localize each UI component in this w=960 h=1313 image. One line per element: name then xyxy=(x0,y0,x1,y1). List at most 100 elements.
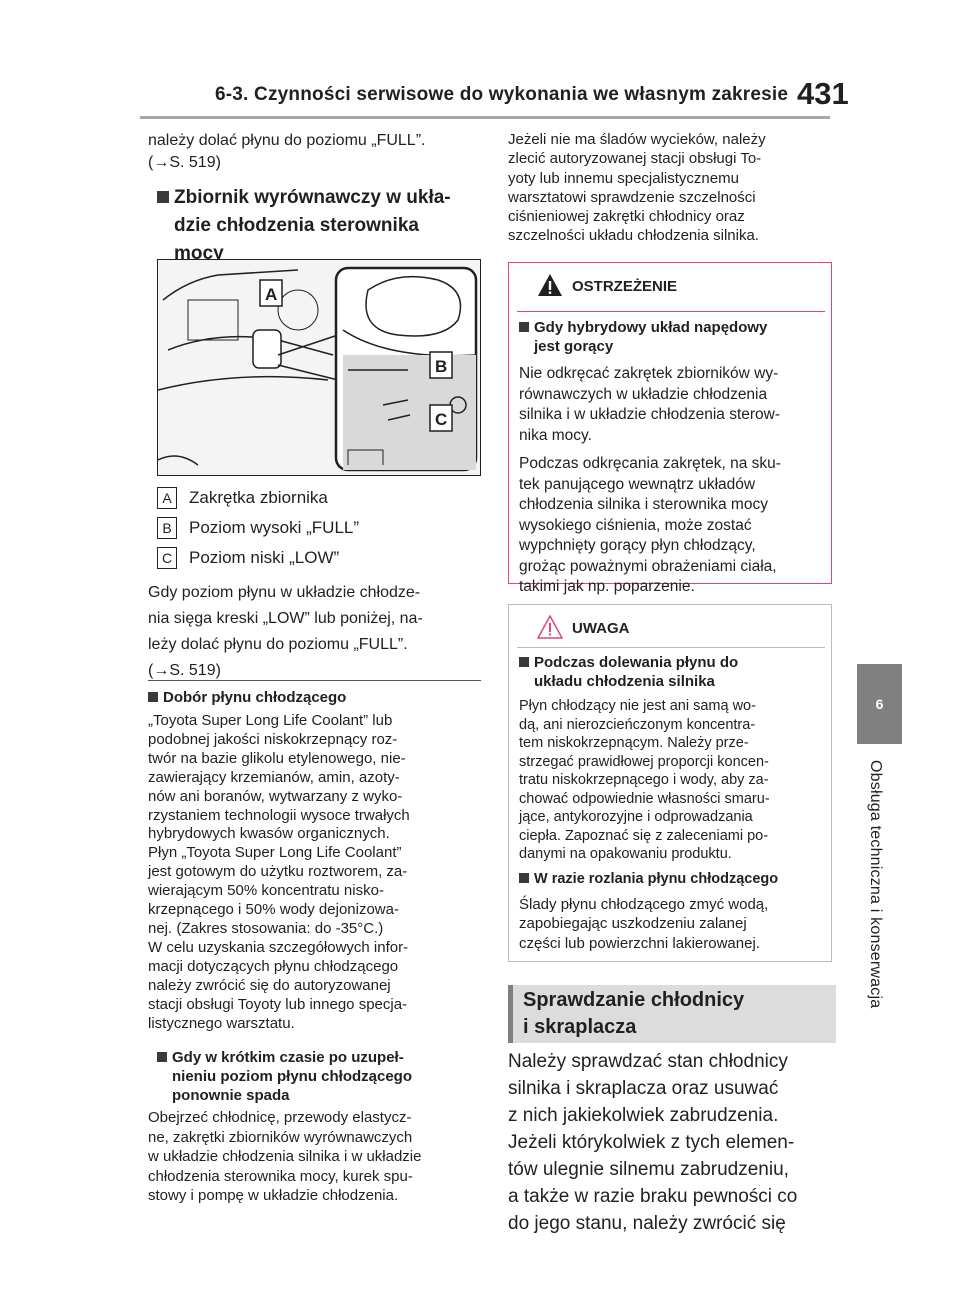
chapter-title-vertical: Obsługa techniczna i konserwacja xyxy=(867,760,884,1009)
drop-section: Gdy w krótkim czasie po uzupeł- nieniu p… xyxy=(157,1048,487,1105)
section-title-reservoir: Zbiornik wyrównawczy w ukła- dzie chłodz… xyxy=(157,184,487,268)
text-line: macji dotyczących płynu chłodzącego xyxy=(148,957,399,975)
bullet-square-icon xyxy=(519,872,529,883)
text-line: części lub powierzchni lakierowanej. xyxy=(519,934,760,952)
text-line: do jego stanu, należy zwrócić się xyxy=(508,1213,786,1234)
text-line: stowy i pompę w układzie chłodzenia. xyxy=(148,1187,399,1204)
text-line: tów ulegnie silnemu zabrudzeniu, xyxy=(508,1159,789,1180)
radiator-body-text: Należy sprawdzać stan chłodnicy silnika i… xyxy=(508,1048,838,1237)
text-line: chłodzenia silnika i sterownika mocy xyxy=(519,496,768,513)
text-line: yoty lub innemu specjalistycznemu xyxy=(508,169,739,187)
section-heading-line: i skraplacza xyxy=(523,1016,637,1038)
text-line: ciepła. Zapoznać się z zaleceniami po- xyxy=(519,827,769,844)
divider xyxy=(148,680,481,681)
page-header-title: 6-3. Czynności serwisowe do wykonania we… xyxy=(215,84,789,105)
page-number: 431 xyxy=(797,76,849,111)
text-line: Ślady płynu chłodzącego zmyć wodą, xyxy=(519,895,769,913)
info-paragraph: Gdy poziom płynu w układzie chłodze- nia… xyxy=(148,584,423,679)
text-line: zlecić autoryzowanej stacji obsługi To- xyxy=(508,150,762,168)
caution-triangle-icon xyxy=(536,614,564,644)
text-line: szczelności układu chłodzenia silnika. xyxy=(508,227,759,245)
bullet-square-icon xyxy=(148,692,158,702)
notice-box: UWAGA Podczas dolewania płynu do układu … xyxy=(508,604,832,962)
text-line: Podczas odkręcania zakrętek, na sku- xyxy=(519,455,781,472)
reservoir-illustration: A B C xyxy=(157,259,481,476)
notice-paragraph: Ślady płynu chłodzącego zmyć wodą, zapobi… xyxy=(519,895,829,954)
text-line: warsztatowi sprawdzenie szczelności xyxy=(508,188,756,206)
intro-ref: (→S. 519) xyxy=(148,154,221,171)
text-line: tratu niskokrzepnącego i wody, aby za- xyxy=(519,772,769,788)
section-title-line: mocy xyxy=(174,243,224,264)
section-title-line: dzie chłodzenia sterownika xyxy=(174,215,419,236)
section-heading-box: Sprawdzanie chłodnicy i skraplacza xyxy=(508,985,836,1043)
bullet-square-icon xyxy=(519,657,529,667)
text-line: jest gotowym do użytku roztworem, za- xyxy=(148,863,408,881)
text-line: danymi na opakowaniu produktu. xyxy=(519,846,732,862)
header-rule xyxy=(140,116,830,119)
text-line: Jeżeli którykolwiek z tych elemen- xyxy=(508,1132,795,1153)
figure-label-a: A xyxy=(265,285,277,304)
warning-title: OSTRZEŻENIE xyxy=(572,278,678,295)
text-line: chłodzenia sterownika mocy, kurek spu- xyxy=(148,1167,413,1185)
section-title-line: Zbiornik wyrównawczy w ukła- xyxy=(174,187,451,208)
text-line: silnika i w układzie chłodzenia sterow- xyxy=(519,406,781,423)
text-line: tek panującego wewnątrz układów xyxy=(519,475,756,493)
text-line: wysokiego ciśnienia, może zostać xyxy=(519,516,752,534)
text-line: wypchnięty gorący płyn chłodzący, xyxy=(519,537,756,554)
text-line: Nie odkręcać zakrętek zbiorników wy- xyxy=(519,365,779,382)
text-line: listycznego warsztatu. xyxy=(148,1014,295,1032)
text-line: ciśnieniowej zakrętki chłodnicy oraz xyxy=(508,208,745,226)
text-line: tem niskokrzepnącym. Należy prze- xyxy=(519,735,749,751)
text-line: Płyn „Toyota Super Long Life Coolant” xyxy=(148,844,402,862)
coolant-title: Dobór płynu chłodzącego xyxy=(163,689,347,706)
text-line: „Toyota Super Long Life Coolant” lub xyxy=(148,712,393,729)
text-line: zawierający krzemianów, amin, azoty- xyxy=(148,768,400,786)
bullet-square-icon xyxy=(519,322,529,332)
text-line: nów ani boranów, wytwarzany z wyko- xyxy=(148,787,403,805)
figure-label-c: C xyxy=(435,410,447,429)
warning-paragraph: Nie odkręcać zakrętek zbiorników wy-równ… xyxy=(519,364,824,446)
text-line: Obejrzeć chłodnicę, przewody elastycz- xyxy=(148,1109,412,1126)
text-line: krzepnącego i 50% wody dejonizowa- xyxy=(148,901,399,919)
text-line: jące, antykorozyjne i odprowadzania xyxy=(519,809,753,825)
text-line: grożąc poważnymi obrażeniami ciała, xyxy=(519,557,777,575)
text-line: chować odpowiednie własności smaru- xyxy=(519,790,770,807)
text-line: stacji obsługi Toyoty lub innego specja- xyxy=(148,995,408,1013)
text-line: nej. (Zakres stosowania: do -35°C.) xyxy=(148,919,384,937)
notice-title: UWAGA xyxy=(572,620,630,637)
text-line: należy zwrócić się do autoryzowanej xyxy=(148,976,391,994)
text-line: wierającym 50% koncentratu nisko- xyxy=(148,882,384,900)
text-line: takimi jak np. poparzenie. xyxy=(519,578,695,595)
text-line: Należy sprawdzać stan chłodnicy xyxy=(508,1051,788,1072)
text-line: rzystaniem technologii wysoce trwałych xyxy=(148,806,410,824)
left-intro: należy dolać płynu do poziomu „FULL”. (→… xyxy=(148,130,483,174)
bullet-square-icon xyxy=(157,1052,167,1062)
intro-line: należy dolać płynu do poziomu „FULL”. xyxy=(148,132,426,149)
coolant-selection: Dobór płynu chłodzącego „Toyota Super Lo… xyxy=(148,688,488,1033)
text-line: a także w razie braku pewności co xyxy=(508,1186,798,1207)
text-line: Płyn chłodzący nie jest ani samą wo- xyxy=(519,698,756,714)
leak-check-text: Jeżeli nie ma śladów wycieków, należy zle… xyxy=(508,130,838,246)
text-line: z nich jakiekolwiek zabrudzenia. xyxy=(508,1105,779,1126)
text-line: silnika i skraplacza oraz usuwać xyxy=(508,1078,779,1099)
text-line: hybrydowych kwasów organicznych. xyxy=(148,825,390,843)
text-line: dą, ani nierozcieńczonym koncentra- xyxy=(519,716,756,733)
section-heading-line: Sprawdzanie chłodnicy xyxy=(523,989,745,1011)
text-line: twór na bazie glikolu etylenowego, nie- xyxy=(148,749,406,767)
text-line: zapobiegając uszkodzeniu zalanej xyxy=(519,915,747,932)
warning-triangle-icon xyxy=(537,273,563,302)
drop-text: Obejrzeć chłodnicę, przewody elastycz-ne… xyxy=(148,1108,493,1206)
chapter-tab: 6 xyxy=(857,664,902,744)
figure-label-b: B xyxy=(435,357,447,376)
text-line: równawczych w układzie chłodzenia xyxy=(519,385,768,403)
text-line: Jeżeli nie ma śladów wycieków, należy xyxy=(508,131,766,148)
text-line: nika mocy. xyxy=(519,426,592,444)
text-line: w układzie chłodzenia silnika i w układz… xyxy=(148,1148,422,1165)
text-line: W celu uzyskania szczegółowych infor- xyxy=(148,938,409,956)
engine-bay-drawing: A B C xyxy=(158,260,480,475)
warning-paragraph: Podczas odkręcania zakrętek, na sku-tek … xyxy=(519,454,824,598)
